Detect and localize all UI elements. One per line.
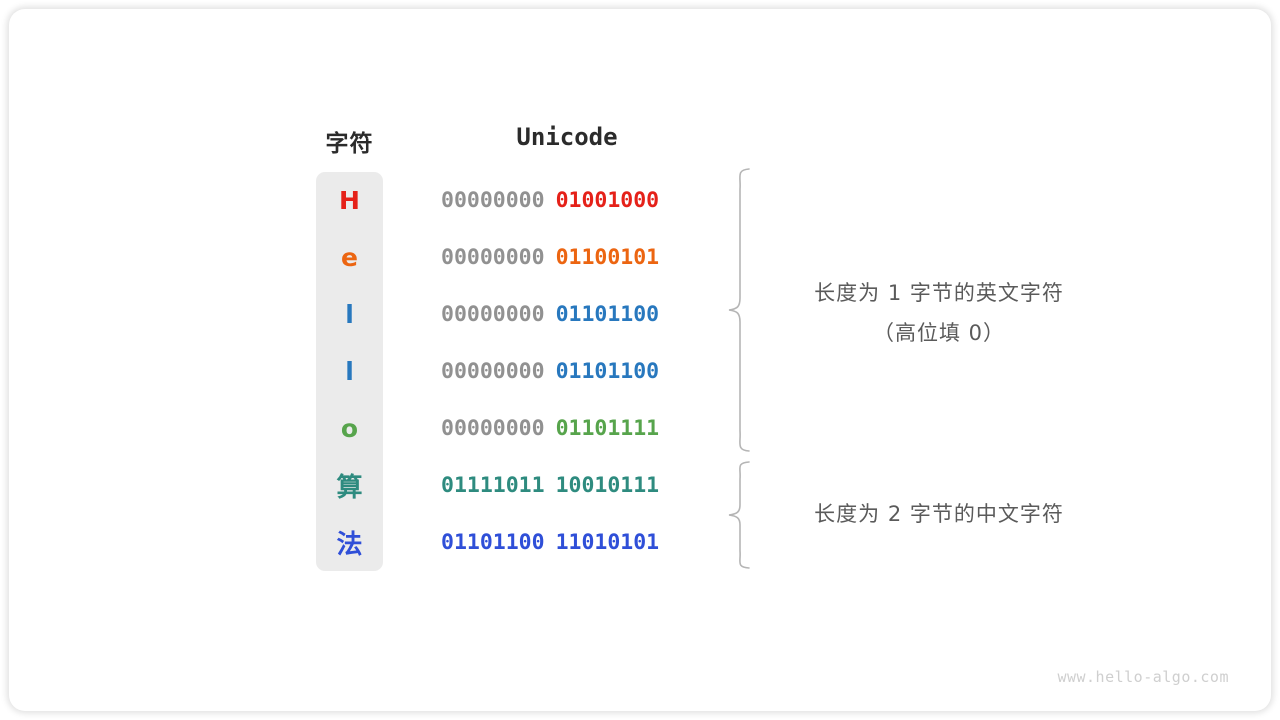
- annotation-chinese: 长度为 2 字节的中文字符: [769, 498, 1109, 528]
- character-column: H e l l o 算 法: [316, 172, 383, 571]
- character-cell: 法: [336, 530, 363, 560]
- header-character: 字符: [325, 130, 374, 156]
- low-byte: 10010111: [555, 473, 660, 498]
- code-row: 00000000 01100101: [441, 229, 693, 286]
- code-row: 00000000 01101111: [441, 400, 693, 457]
- low-byte: 01100101: [555, 245, 660, 270]
- low-byte: 01101100: [555, 302, 660, 327]
- low-byte: 01101100: [555, 359, 660, 384]
- annotation-english-line2: （高位填 0）: [872, 321, 1006, 345]
- annotation-english-line1: 长度为 1 字节的英文字符: [814, 281, 1064, 305]
- high-byte: 00000000: [441, 245, 545, 270]
- high-byte: 01111011: [441, 473, 545, 498]
- code-row: 00000000 01101100: [441, 343, 693, 400]
- character-cell: 算: [336, 473, 363, 503]
- high-byte: 00000000: [441, 416, 545, 441]
- low-byte: 11010101: [555, 530, 660, 555]
- high-byte: 00000000: [441, 188, 545, 213]
- annotation-chinese-line1: 长度为 2 字节的中文字符: [814, 502, 1064, 526]
- diagram-card: 字符 Unicode H e l l o 算 法 00000000 0100100…: [9, 9, 1271, 711]
- character-cell: l: [345, 300, 354, 329]
- high-byte: 01101100: [441, 530, 545, 555]
- brace-english: [728, 168, 750, 452]
- high-byte: 00000000: [441, 359, 545, 384]
- character-cell: o: [340, 414, 359, 443]
- annotation-english: 长度为 1 字节的英文字符 （高位填 0）: [769, 277, 1109, 347]
- character-cell: e: [341, 243, 358, 272]
- watermark: www.hello-algo.com: [1057, 668, 1229, 686]
- low-byte: 01101111: [555, 416, 660, 441]
- character-cell: l: [345, 357, 354, 386]
- high-byte: 00000000: [441, 302, 545, 327]
- code-row: 00000000 01101100: [441, 286, 693, 343]
- code-row: 00000000 01001000: [441, 172, 693, 229]
- code-row: 01101100 11010101: [441, 514, 693, 571]
- code-row: 01111011 10010111: [441, 457, 693, 514]
- character-cell: H: [339, 186, 360, 215]
- low-byte: 01001000: [555, 188, 660, 213]
- header-unicode: Unicode: [516, 123, 618, 151]
- brace-chinese: [728, 461, 750, 569]
